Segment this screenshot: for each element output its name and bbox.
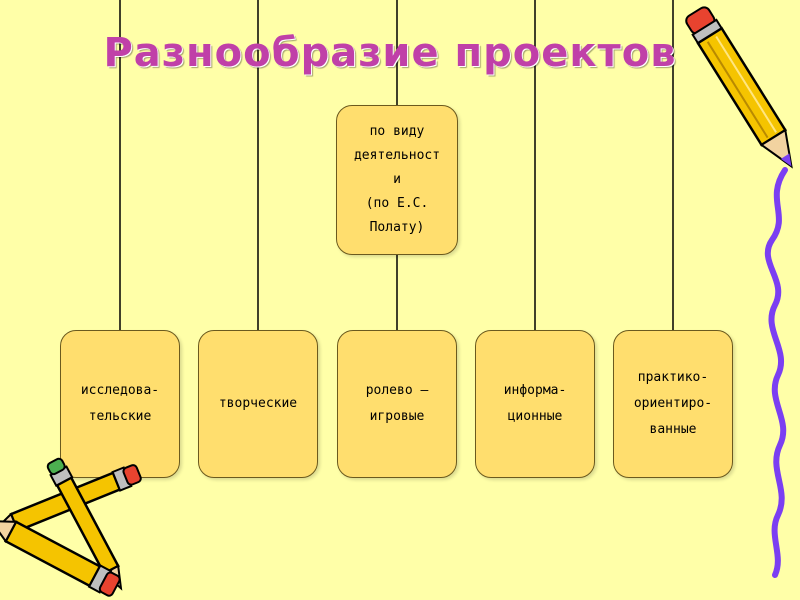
category-node-research: исследова- тельские	[60, 330, 180, 478]
category-node-practice-oriented: практико- ориентиро- ванные	[613, 330, 733, 478]
category-label: творческие	[218, 396, 298, 411]
category-label: информа- ционные	[503, 383, 567, 424]
category-node-role-play: ролево – игровые	[337, 330, 457, 478]
page-title: Разнообразие проектов	[103, 30, 677, 76]
category-label: практико- ориентиро- ванные	[633, 370, 713, 437]
center-node: по виду деятельност и (по Е.С. Полату)	[336, 105, 458, 255]
category-label: ролево – игровые	[365, 383, 429, 424]
category-label: исследова- тельские	[80, 383, 160, 424]
center-node-label: по виду деятельност и (по Е.С. Полату)	[353, 124, 441, 235]
category-node-informational: информа- ционные	[475, 330, 595, 478]
category-node-creative: творческие	[198, 330, 318, 478]
